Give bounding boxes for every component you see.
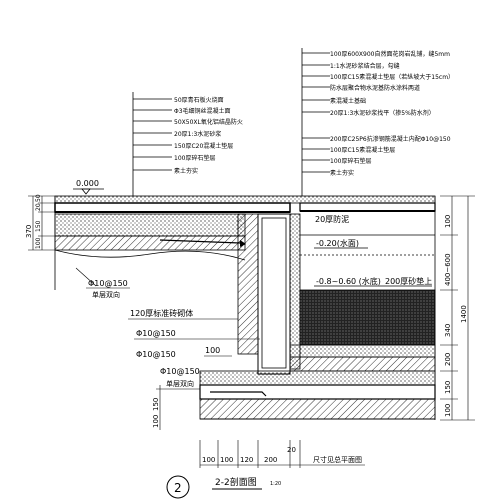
note-ml-5: 150厚C20混凝土垫层 (174, 142, 233, 150)
dim-left-c: 150 (35, 220, 42, 232)
note-tr-2: 1:1水泥砂浆结合层，勾缝 (330, 62, 400, 70)
section-title: 2-2剖面图 (215, 476, 257, 488)
section-title-block: 2 2-2剖面图 1:20 (166, 475, 281, 499)
dim-left-f: 100 (152, 415, 160, 428)
footing (199, 370, 436, 420)
note-mr-3: 100厚碎石垫层 (330, 157, 371, 165)
elev-water-label: -0.20(水面) (316, 238, 359, 248)
notes-mid-right: 200厚C25P6抗渗钢筋混凝土内配Φ10@150 100厚C15素混凝土垫层 … (330, 135, 451, 177)
note-mr-1: 200厚C25P6抗渗钢筋混凝土内配Φ10@150 (330, 135, 451, 143)
dim-left-a: 50 (35, 194, 42, 202)
section-number: 2 (174, 481, 182, 495)
dims-left (28, 195, 55, 251)
note-tr-3: 100厚C15素混凝土垫层（若纵坡大于15cm） (330, 73, 454, 81)
note-ml-4: 20厚1:3水泥砂浆 (174, 130, 221, 138)
dims-right (440, 195, 475, 421)
dim-100-label: 100 (205, 346, 220, 355)
pool-body (289, 234, 436, 372)
wall-note-label: 120厚标准砖砌体 (130, 308, 193, 318)
note-tr-6: 20厚1:3水泥砂浆找平（掺5%防水剂） (330, 109, 435, 117)
dims-bottom (199, 440, 301, 468)
dim-right-a: 100 (444, 215, 452, 228)
sand-fill-label: 200厚砂垫上 (385, 276, 432, 286)
notes-top-right: 100厚600X900自然面花岗岩乱铺，缝5mm 1:1水泥砂浆结合层，勾缝 1… (330, 50, 454, 117)
dim-left-e: 150 (152, 398, 160, 411)
notes-mid-left: 50厚青石板火烧面 Φ3毛细铜丝混凝土面 50X50XL氧化铝结晶防火 20厚1… (174, 96, 243, 175)
note-ml-3: 50X50XL氧化铝结晶防火 (174, 118, 243, 126)
note-mr-4: 素土夯实 (330, 169, 354, 177)
dim-left-b: 20 (35, 203, 42, 211)
dim-bottom-e: 20 (287, 446, 296, 454)
note-ml-6: 100厚碎石垫层 (174, 154, 215, 162)
dim-bottom-b: 100 (220, 456, 233, 464)
rebar-d-label: Φ10@150 (160, 367, 200, 376)
left-ground (54, 213, 246, 261)
layer-20-label: 20厚防泥 (315, 214, 349, 224)
note-ml-1: 50厚青石板火烧面 (174, 96, 224, 104)
dim-right-c: 340 (444, 324, 452, 337)
dim-bottom-c: 120 (240, 456, 253, 464)
dim-right-f: 150 (444, 381, 452, 394)
rebar-c-label: Φ10@150 (136, 350, 176, 359)
elevation-top: 0.000 (73, 179, 104, 195)
dim-right-e: 200 (444, 353, 452, 366)
note-tr-1: 100厚600X900自然面花岗岩乱铺，缝5mm (330, 50, 450, 58)
plan-note-label: 尺寸见总平面图 (313, 455, 362, 464)
dim-left-total: 370 (25, 225, 33, 238)
note-mr-2: 100厚C15素混凝土垫层 (330, 146, 395, 154)
elev-top-label: 0.000 (76, 179, 99, 188)
paving-layers (54, 195, 436, 213)
note-tr-5: 素混凝土基础 (330, 97, 366, 105)
dim-bottom-d: 200 (264, 456, 277, 464)
single-dir-a-label: 单层双向 (92, 290, 120, 299)
note-ml-2: Φ3毛细铜丝混凝土面 (174, 107, 231, 115)
dim-right-b: 400~600 (444, 253, 452, 286)
top-note-leaders (132, 48, 330, 196)
dim-left-d: 100 (35, 237, 42, 249)
rebar-b-label: Φ10@150 (136, 329, 176, 338)
section-scale: 1:20 (270, 481, 281, 487)
single-dir-b-label: 单层双向 (166, 379, 194, 388)
rebar-a-label: Φ10@150 (88, 279, 128, 288)
dim-right-d: 1400 (460, 305, 468, 323)
note-ml-7: 素土夯实 (174, 167, 198, 175)
note-tr-4: 防水层聚合物水泥基防水涂料两道 (330, 84, 420, 92)
elev-bottom-label: -0.8~0.60 (水底) (316, 276, 381, 286)
dim-right-g: 100 (444, 404, 452, 417)
dim-bottom-a: 100 (202, 456, 215, 464)
retaining-wall (237, 213, 301, 375)
